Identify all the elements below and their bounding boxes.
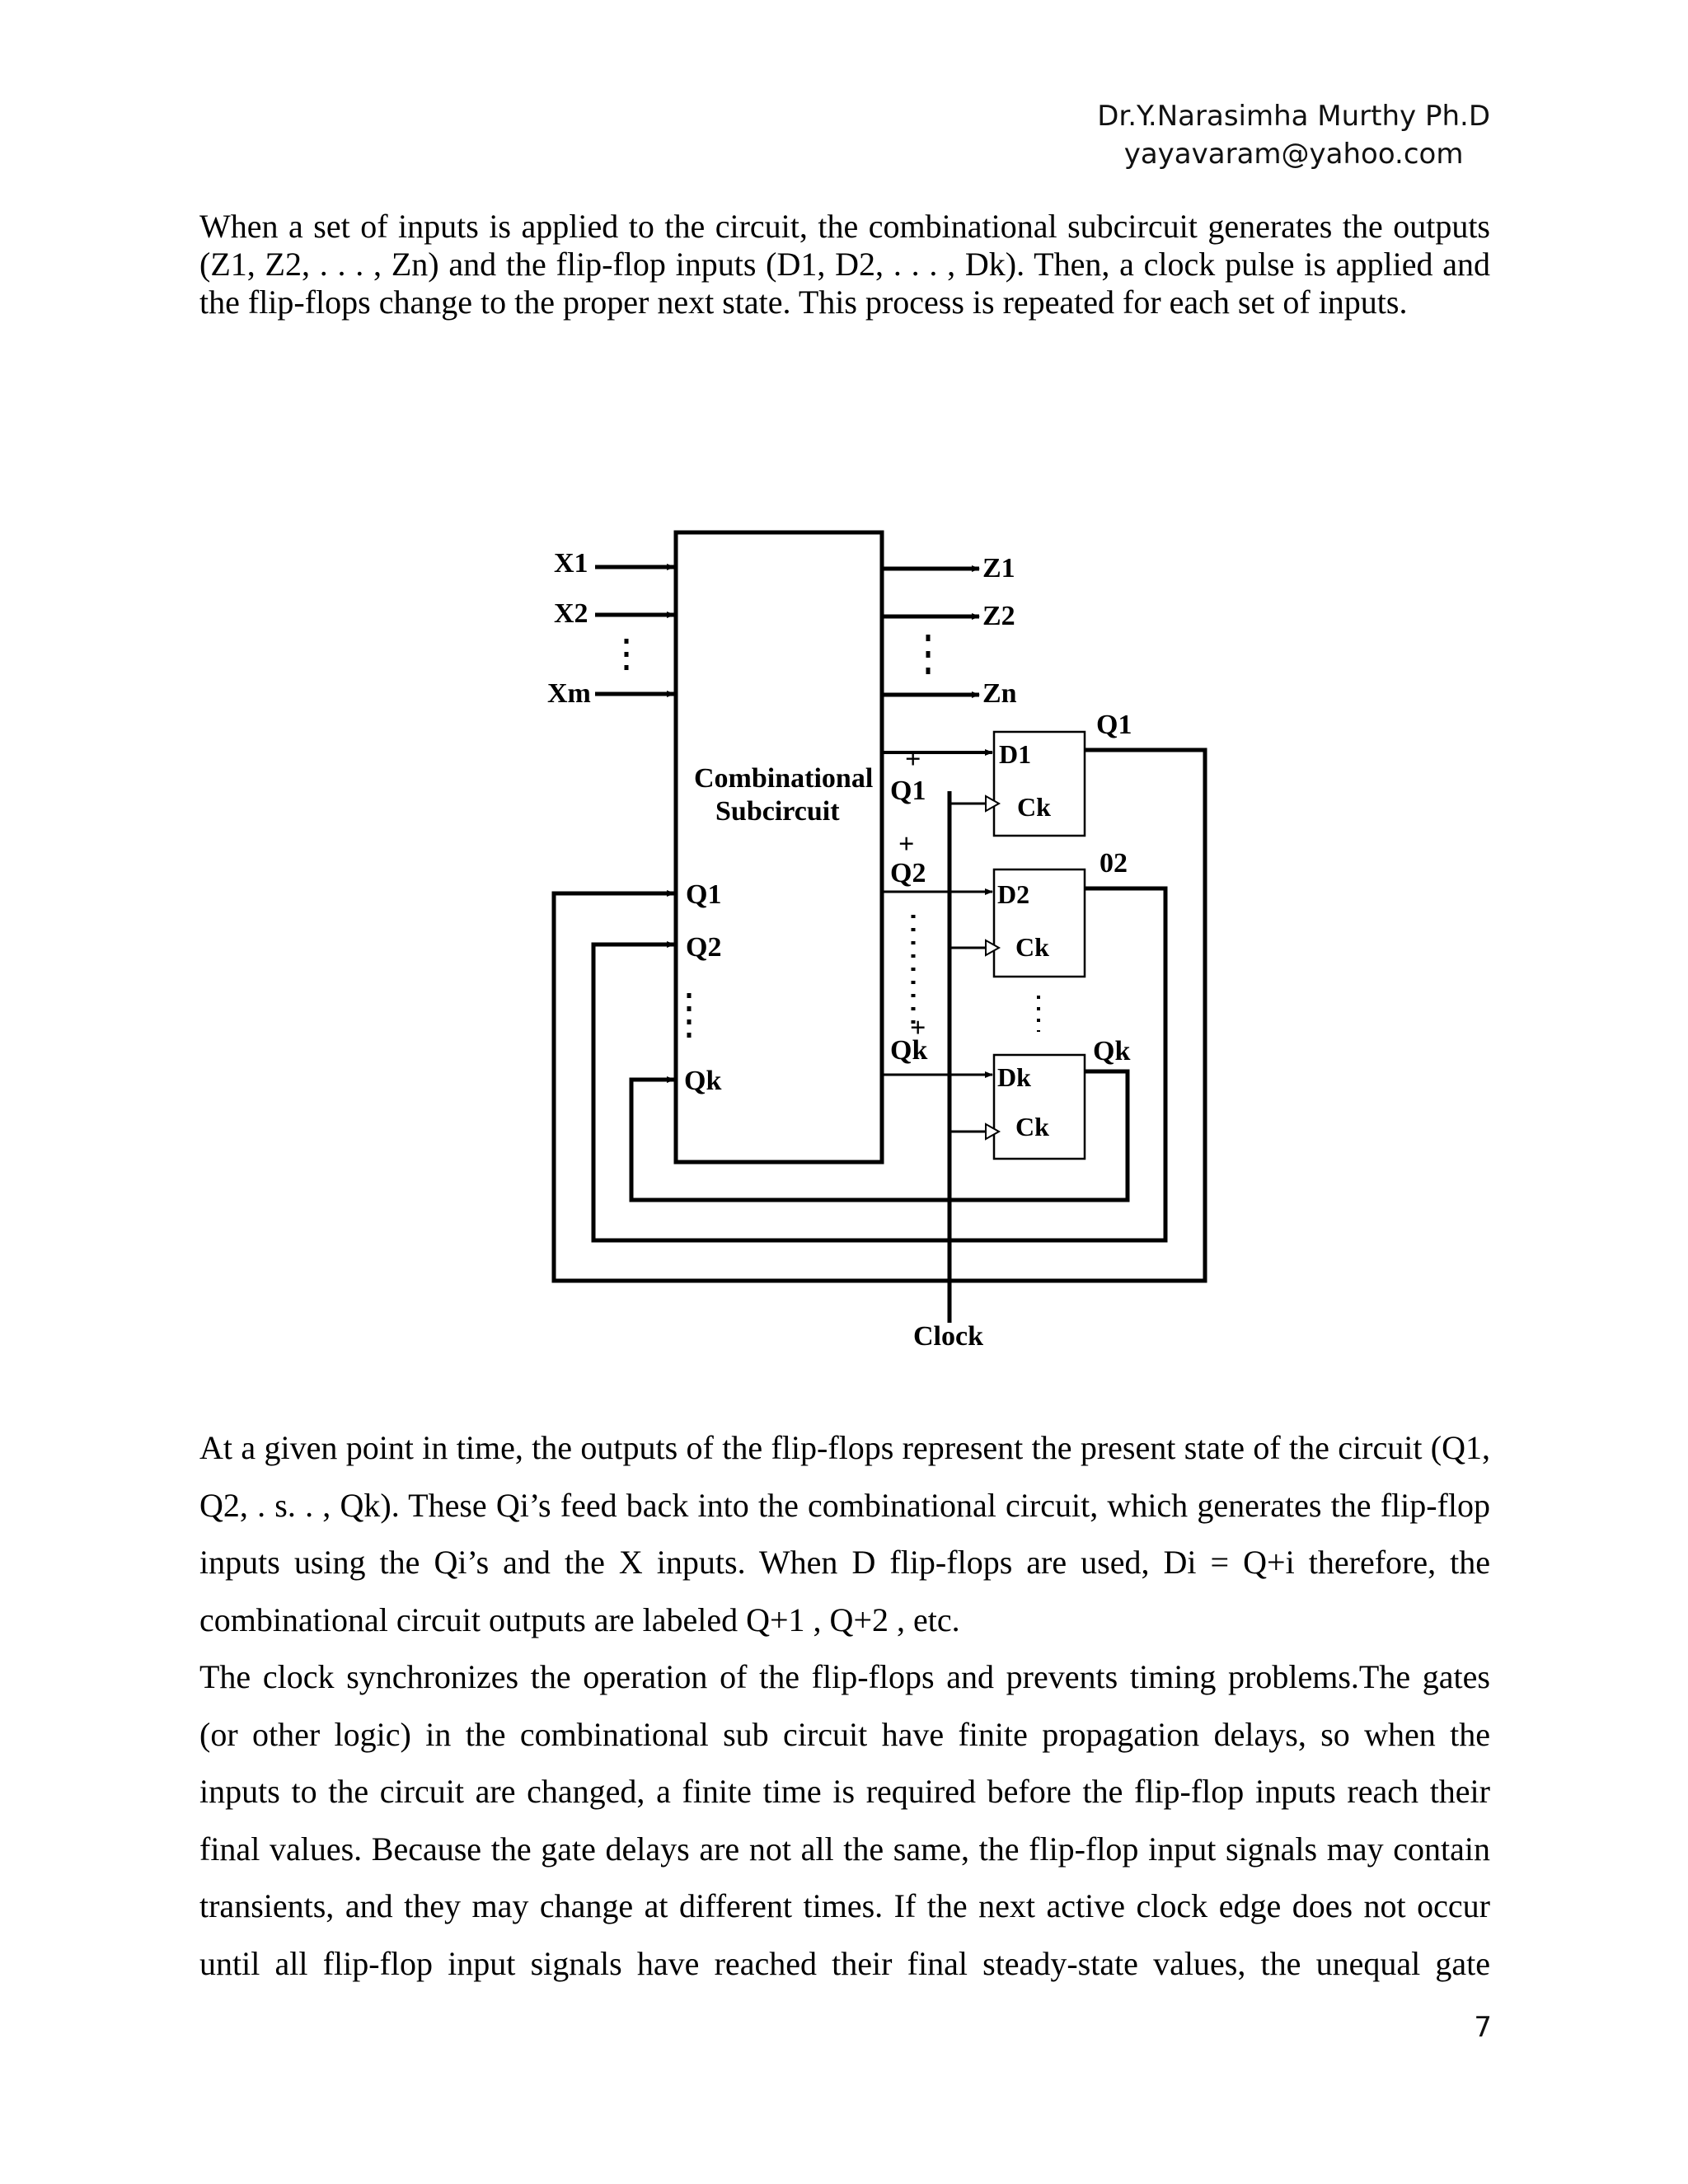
clock-input-label: Ck xyxy=(1015,932,1049,962)
body-line: until all flip-flop input signals have r… xyxy=(199,1944,1490,1982)
body-line: transients, and they may change at diffe… xyxy=(199,1887,1490,1924)
author-email: yayavaram@yahoo.com xyxy=(1123,138,1464,171)
plus-sign: + xyxy=(898,829,914,860)
intro-line: the flip-flops change to the proper next… xyxy=(199,284,1408,321)
body-line: At a given point in time, the outputs of… xyxy=(199,1429,1490,1466)
d-input-label: D1 xyxy=(999,739,1031,769)
input-label: X1 xyxy=(554,548,588,579)
block-label: Combinational xyxy=(694,763,873,794)
clock-input-label: Ck xyxy=(1015,1112,1049,1141)
plus-sign: + xyxy=(910,1013,926,1043)
page-number: 7 xyxy=(1474,2011,1492,2044)
output-label: Z1 xyxy=(982,553,1015,583)
body-paragraph: At a given point in time, the outputs of… xyxy=(199,1419,1490,1992)
author-name: Dr.Y.Narasimha Murthy Ph.D xyxy=(1097,100,1490,133)
ff-output-label: Qk xyxy=(1093,1036,1130,1066)
diagram-wires xyxy=(551,530,1207,1323)
body-line: (or other logic) in the combinational su… xyxy=(199,1715,1490,1753)
combinational-block xyxy=(673,530,884,1165)
d-input-label: D2 xyxy=(997,879,1029,909)
clock-input-label: Ck xyxy=(1017,792,1051,822)
clock-label: Clock xyxy=(913,1321,983,1352)
body-line: inputs using the Qi’s and the X inputs. … xyxy=(199,1544,1490,1581)
next-state-label: Q2 xyxy=(890,858,926,888)
output-label: Zn xyxy=(982,678,1017,709)
ff-output-label: Q1 xyxy=(1096,710,1132,740)
next-state-label: Qk xyxy=(890,1035,927,1066)
d-input-label: Dk xyxy=(997,1062,1031,1092)
feedback-label: Q2 xyxy=(686,932,721,963)
feedback-label: Qk xyxy=(684,1066,721,1096)
output-label: Z2 xyxy=(982,601,1015,631)
intro-line: (Z1, Z2, . . . , Zn) and the flip-flop i… xyxy=(199,246,1490,283)
flip-flop-2 xyxy=(992,868,1086,978)
ff-output-label: 02 xyxy=(1100,848,1128,879)
body-line: inputs to the circuit are changed, a fin… xyxy=(199,1773,1490,1810)
body-line: combinational circuit outputs are labele… xyxy=(199,1601,960,1638)
feedback-label: Q1 xyxy=(686,879,721,910)
input-label: Xm xyxy=(547,678,591,709)
next-state-label: Q1 xyxy=(890,776,926,806)
intro-line: When a set of inputs is applied to the c… xyxy=(199,208,1490,245)
body-line: The clock synchronizes the operation of … xyxy=(199,1658,1490,1695)
flip-flop-k xyxy=(992,1053,1086,1160)
page-header: Dr.Y.Narasimha Murthy Ph.D yayavaram@yah… xyxy=(1097,97,1490,173)
input-label: X2 xyxy=(554,598,588,629)
intro-paragraph: When a set of inputs is applied to the c… xyxy=(199,208,1490,321)
body-line: final values. Because the gate delays ar… xyxy=(199,1830,1490,1868)
flip-flop-1 xyxy=(992,730,1086,837)
body-line: Q2, . s. . , Qk). These Qi’s feed back i… xyxy=(199,1486,1490,1524)
block-label: Subcircuit xyxy=(715,796,840,827)
plus-sign: + xyxy=(905,744,921,775)
